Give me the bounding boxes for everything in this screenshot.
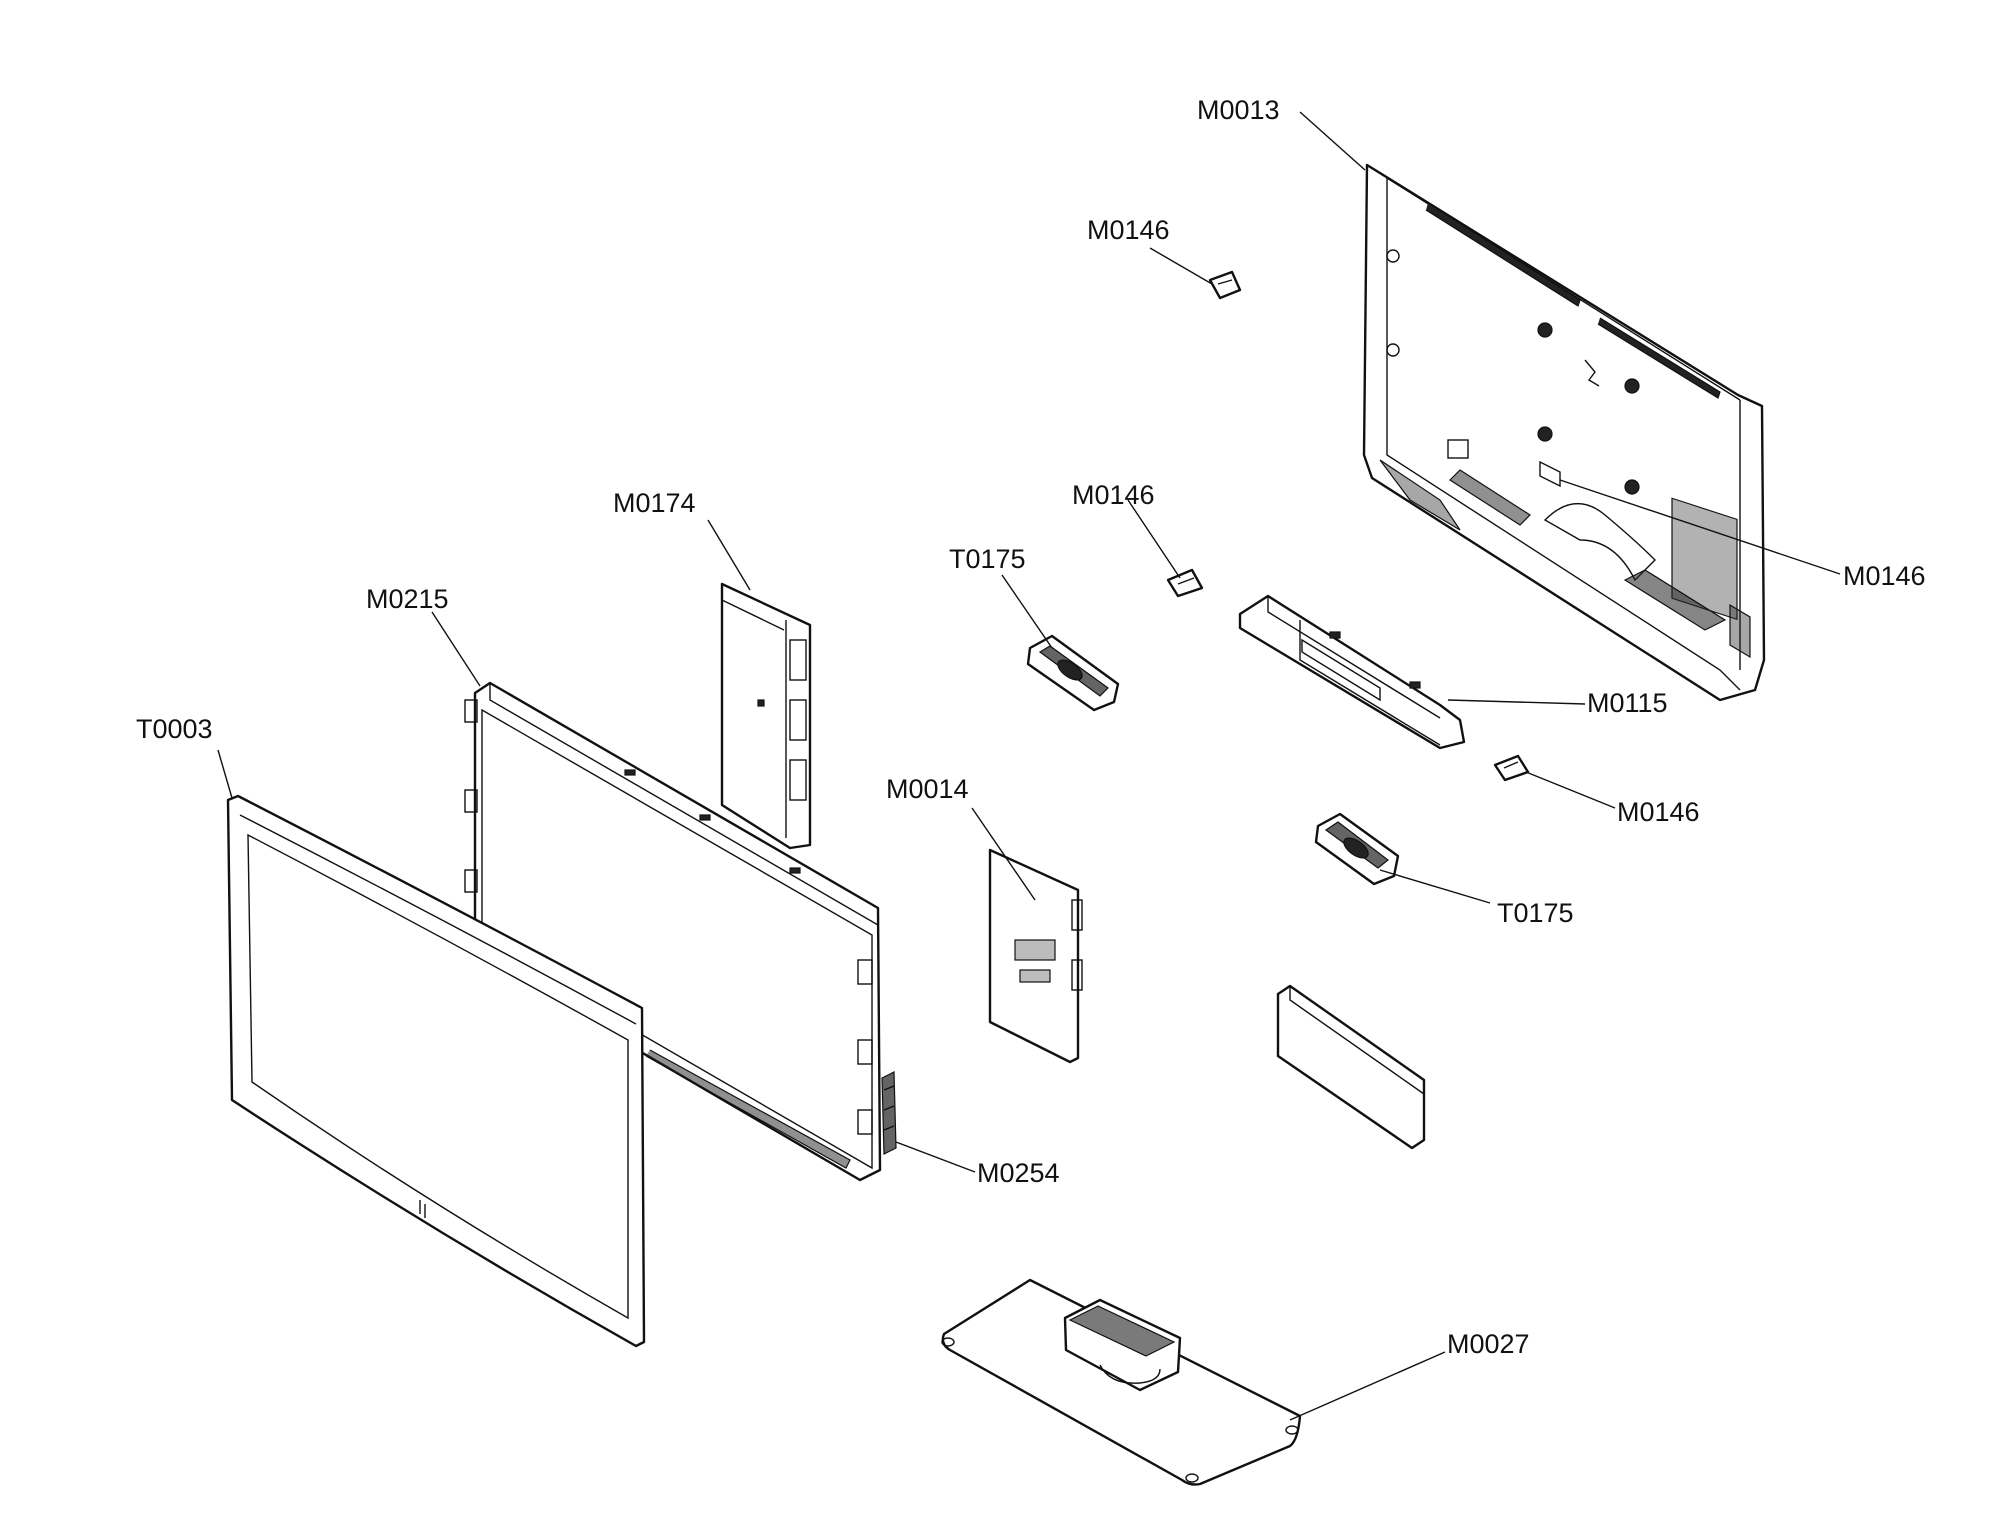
label-m0014: M0014 [886,774,969,804]
label-m0254: M0254 [977,1158,1060,1188]
front-bezel-t0003 [226,794,646,1348]
connector-m0254 [881,1071,897,1155]
label-t0003: T0003 [136,714,213,744]
clip-m0146-right [1493,754,1530,782]
label-m0146-top: M0146 [1087,215,1170,245]
label-m0115: M0115 [1587,688,1668,718]
label-m0146-lower: M0146 [1617,797,1700,827]
speaker-t0175-lower [1314,812,1400,886]
stand-base-m0027 [941,1278,1302,1486]
shield-plate-m0174 [720,582,812,850]
label-t0175-upper: T0175 [949,544,1026,574]
bracket-m0115 [1238,594,1466,750]
label-m0174: M0174 [613,488,696,518]
label-m0027: M0027 [1447,1329,1530,1359]
leader-lines [217,111,1841,1421]
callout-labels: M0013 M0146 M0146 M0146 M0146 M0174 T017… [136,95,1926,1359]
speaker-t0175-upper [1026,634,1120,712]
label-m0146-right: M0146 [1843,561,1926,591]
main-board-m0014 [988,848,1083,1064]
rear-cabinet [1362,163,1766,702]
label-m0146-mid: M0146 [1072,480,1155,510]
label-t0175-lower: T0175 [1497,898,1574,928]
label-m0013: M0013 [1197,95,1280,125]
panel-card [1276,984,1426,1150]
clip-m0146-top [1208,270,1242,300]
label-m0215: M0215 [366,584,449,614]
clip-m0146-mid [1166,568,1204,598]
lcd-panel-m0215 [464,681,882,1182]
